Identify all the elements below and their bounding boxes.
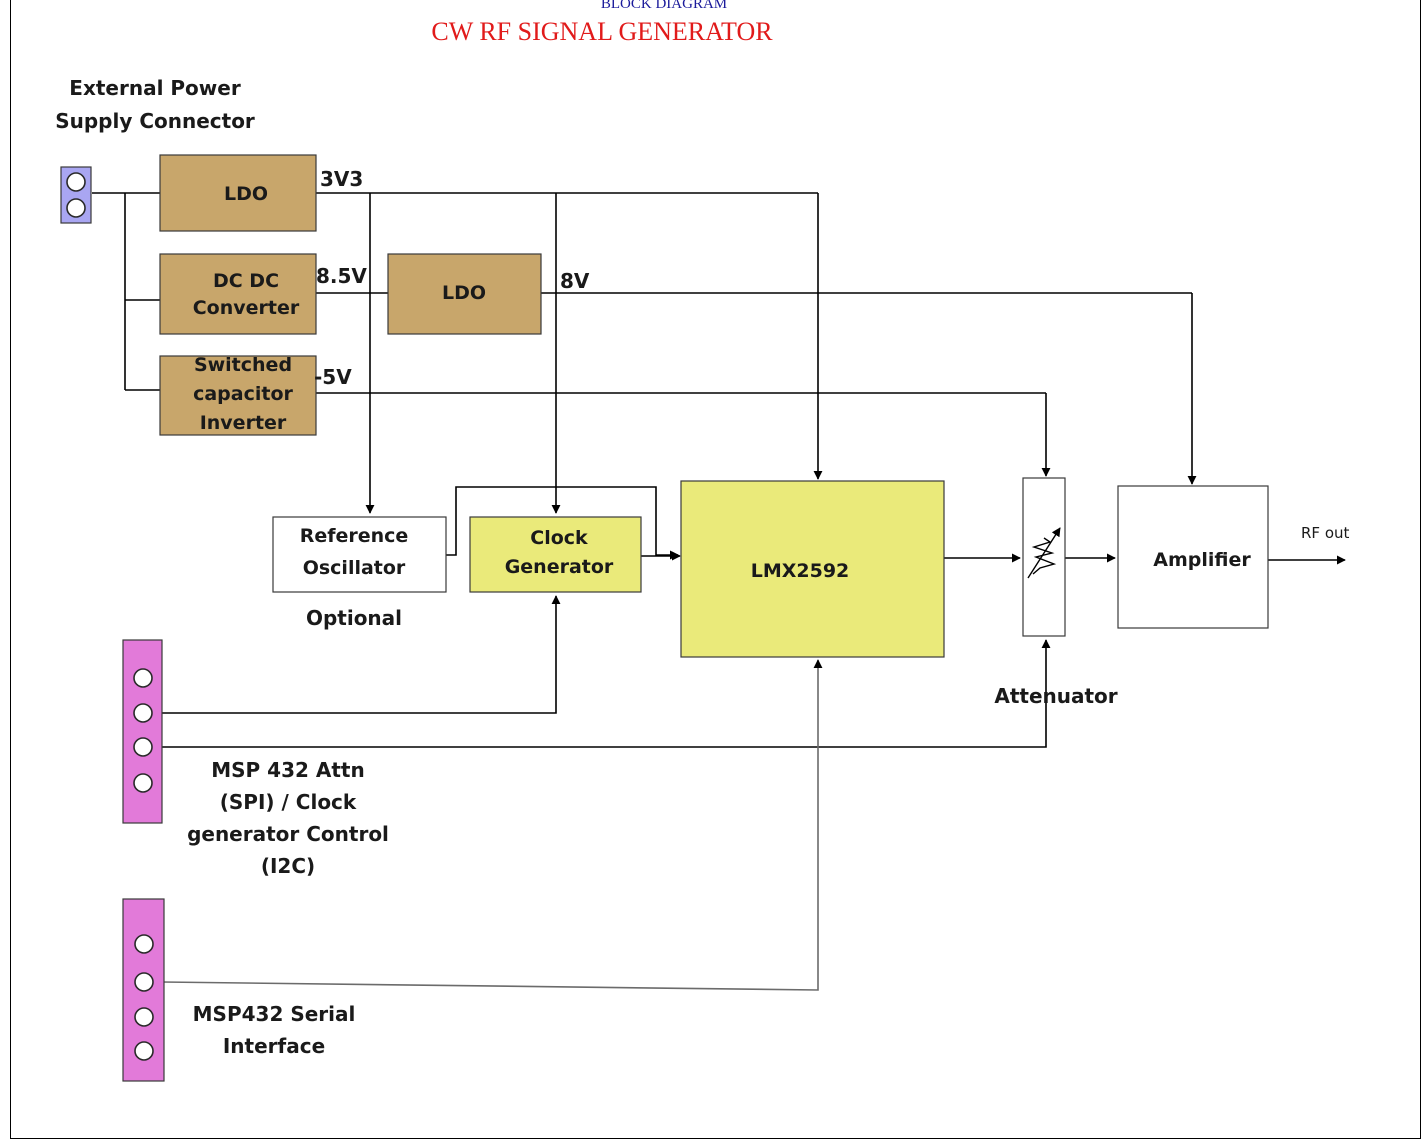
clock-generator-block: Clock Generator <box>469 516 642 593</box>
ext-power-label-line1: External Power <box>69 76 241 100</box>
optional-label: Optional <box>306 606 402 630</box>
clk-gen-label-line2: Generator <box>505 556 614 578</box>
diagram-title: CW RF SIGNAL GENERATOR <box>431 17 773 46</box>
msp-attn-label-line1: MSP 432 Attn <box>211 758 364 782</box>
ldo-block-1: LDO <box>159 154 317 232</box>
signal-wires <box>161 486 1346 991</box>
power-wires <box>92 192 1197 514</box>
amplifier-label: Amplifier <box>1153 549 1251 571</box>
page-frame <box>10 0 1421 1139</box>
msp432-control-connector <box>122 639 163 824</box>
msp-serial-label-line2: Interface <box>223 1034 325 1058</box>
lmx2592-block: LMX2592 <box>680 480 945 658</box>
msp-attn-label-line4: (I2C) <box>261 854 315 878</box>
ldo-block-2: LDO <box>387 253 542 335</box>
dcdc-label-line2: Converter <box>193 297 300 319</box>
sci-label-line3: Inverter <box>200 412 287 434</box>
attenuator-label: Attenuator <box>994 684 1117 708</box>
power-connector <box>60 166 92 224</box>
switched-capacitor-inverter-block: Switched capacitor Inverter <box>159 354 317 436</box>
rail-8v-label: 8V <box>560 269 590 293</box>
rail-neg5v-label: -5V <box>314 365 352 389</box>
msp-attn-label-line3: generator Control <box>187 822 389 846</box>
ext-power-label-line2: Supply Connector <box>55 109 255 133</box>
rf-out-label: RF out <box>1301 524 1350 542</box>
ref-osc-label-line1: Reference <box>300 525 409 547</box>
top-label: BLOCK DIAGRAM <box>601 0 727 12</box>
dcdc-converter-block: DC DC Converter <box>159 253 317 335</box>
ldo-block-1-label: LDO <box>224 183 268 205</box>
msp-serial-label-line1: MSP432 Serial <box>193 1002 356 1026</box>
ref-osc-label-line2: Oscillator <box>303 557 406 579</box>
msp432-serial-connector <box>122 898 165 1082</box>
reference-oscillator-block: Reference Oscillator <box>272 516 447 593</box>
sci-label-line2: capacitor <box>193 383 293 405</box>
ldo-block-2-label: LDO <box>442 282 486 304</box>
attenuator-block <box>1022 477 1066 637</box>
rail-8-5v-label: 8.5V <box>316 264 367 288</box>
msp-attn-label-line2: (SPI) / Clock <box>220 790 357 814</box>
clk-gen-label-line1: Clock <box>530 527 588 549</box>
lmx2592-label: LMX2592 <box>751 560 850 582</box>
dcdc-label-line1: DC DC <box>213 270 279 292</box>
sci-label-line1: Switched <box>194 354 292 376</box>
rail-3v3-label: 3V3 <box>320 167 363 191</box>
amplifier-block: Amplifier <box>1117 485 1269 629</box>
